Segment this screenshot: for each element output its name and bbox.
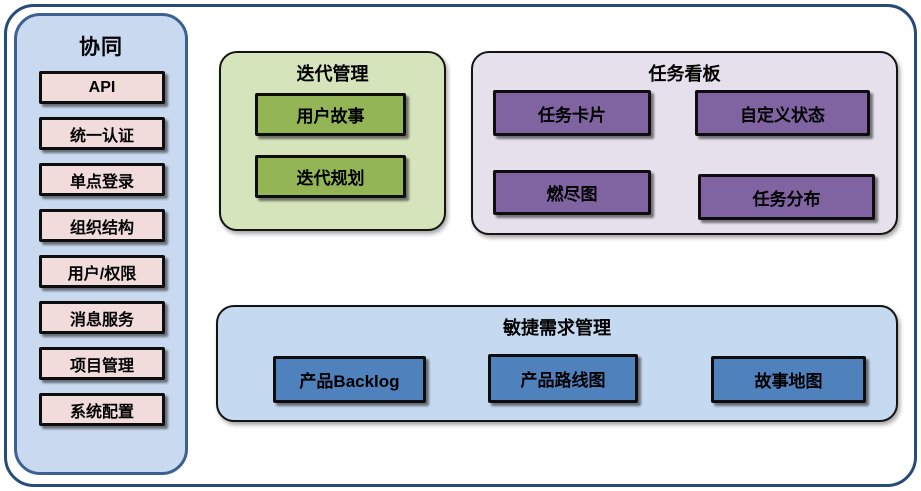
panel-iteration-title: 迭代管理	[296, 64, 369, 84]
sidebar-item-message-service: 消息服务	[39, 301, 165, 334]
panel-iteration-management: 迭代管理 用户故事 迭代规划	[219, 51, 446, 231]
sidebar-item-system-config: 系统配置	[39, 393, 165, 426]
sidebar-item-user-permissions: 用户/权限	[39, 255, 165, 288]
sidebar-item-single-sign-on: 单点登录	[39, 163, 165, 196]
sidebar-collaboration-panel: 协同 API 统一认证 单点登录 组织结构 用户/权限 消息服务 项目管理 系统…	[14, 13, 188, 475]
chip-user-story: 用户故事	[255, 93, 406, 136]
sidebar-title: 协同	[79, 36, 123, 59]
chip-task-card: 任务卡片	[493, 90, 651, 136]
diagram-canvas: 协同 API 统一认证 单点登录 组织结构 用户/权限 消息服务 项目管理 系统…	[4, 4, 917, 487]
sidebar-item-project-management: 项目管理	[39, 347, 165, 380]
sidebar-item-api: API	[39, 71, 165, 104]
panel-agile-requirements: 敏捷需求管理 产品Backlog 产品路线图 故事地图	[216, 305, 898, 422]
sidebar-item-unified-auth: 统一认证	[39, 117, 165, 150]
chip-custom-status: 自定义状态	[695, 90, 870, 136]
chip-task-distribution: 任务分布	[698, 174, 875, 220]
chip-iteration-planning: 迭代规划	[255, 155, 406, 198]
chip-story-map: 故事地图	[711, 356, 866, 403]
panel-task-board-title: 任务看板	[648, 64, 721, 84]
panel-task-board: 任务看板 任务卡片 自定义状态 燃尽图 任务分布	[471, 51, 898, 235]
chip-product-roadmap: 产品路线图	[488, 354, 638, 403]
chip-burndown-chart: 燃尽图	[493, 170, 651, 215]
sidebar-item-org-structure: 组织结构	[39, 209, 165, 242]
chip-product-backlog: 产品Backlog	[273, 356, 426, 403]
panel-agile-title: 敏捷需求管理	[503, 318, 611, 338]
